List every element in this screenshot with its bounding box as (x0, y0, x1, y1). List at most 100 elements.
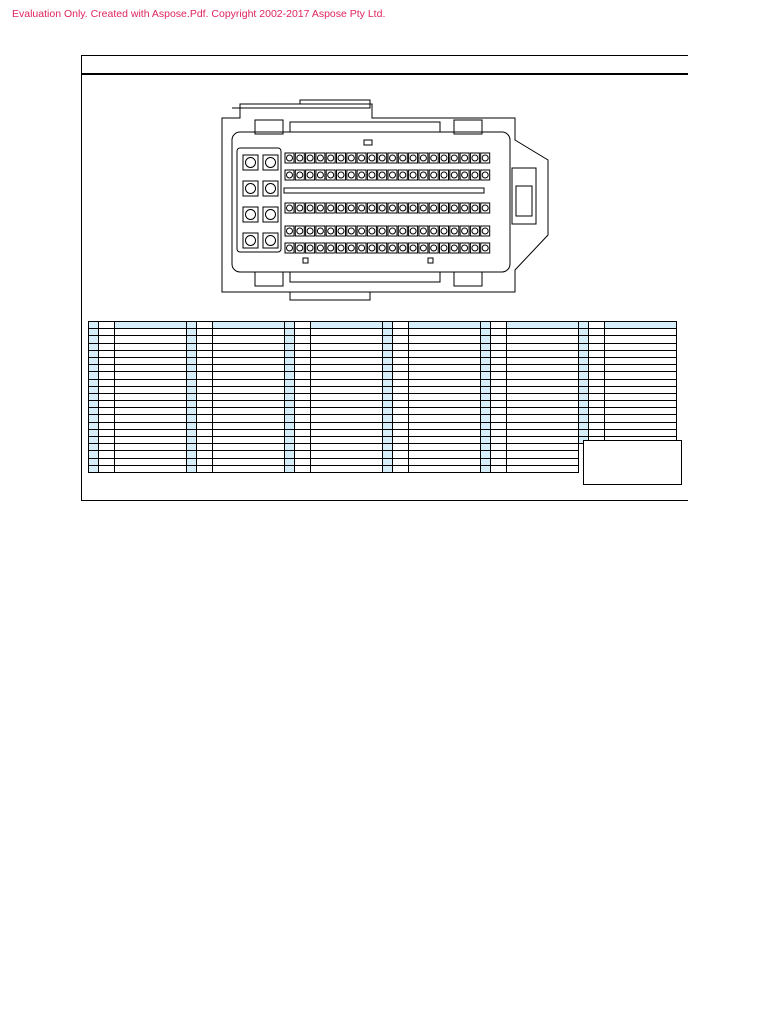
table-cell (212, 385, 285, 394)
table-cell (604, 400, 677, 409)
small-pin-contact (409, 204, 417, 212)
bottom-lock-left (254, 271, 284, 287)
small-pin-contact (430, 204, 438, 212)
table-cell (88, 428, 99, 438)
small-pin (305, 225, 316, 237)
table-cell (490, 443, 507, 452)
small-pin (315, 242, 326, 254)
table-row (88, 320, 677, 330)
table-cell (506, 349, 579, 358)
table-cell (98, 443, 115, 452)
small-pin-contact (419, 244, 427, 252)
table-cell (408, 414, 481, 423)
small-pin-contact (347, 154, 355, 162)
small-pin (428, 169, 439, 181)
table-cell (480, 464, 491, 473)
small-pin (449, 225, 460, 237)
table-cell (382, 378, 393, 387)
small-pin-contact (399, 227, 407, 235)
table-cell (480, 335, 491, 344)
table-cell (114, 407, 187, 416)
small-pin-contact (358, 244, 366, 252)
table-cell (196, 421, 213, 430)
table-row (88, 335, 677, 344)
table-cell (284, 457, 295, 466)
table-cell (294, 328, 311, 337)
bottom-lock-right (453, 271, 483, 287)
table-cell (382, 400, 393, 409)
table-cell (186, 457, 197, 466)
small-pin-contact (409, 244, 417, 252)
small-pin-contact (419, 154, 427, 162)
table-cell (196, 356, 213, 366)
table-cell (310, 364, 383, 373)
table-cell (310, 328, 383, 337)
table-cell (506, 378, 579, 387)
table-cell (196, 435, 213, 445)
small-pin (397, 169, 408, 181)
table-cell (408, 378, 481, 387)
small-pin-contact (419, 171, 427, 179)
table-row (88, 407, 677, 416)
table-cell (294, 378, 311, 387)
table-cell (284, 364, 295, 373)
small-pin (397, 225, 408, 237)
small-pin-contact (327, 204, 335, 212)
small-pin-contact (286, 154, 293, 162)
table-row (88, 328, 677, 337)
table-row (88, 342, 677, 351)
table-cell (382, 335, 393, 344)
table-cell (506, 464, 579, 473)
table-cell (196, 378, 213, 387)
table-cell (604, 385, 677, 394)
table-cell (604, 356, 677, 366)
table-cell (196, 335, 213, 344)
small-pin (377, 152, 388, 164)
table-cell (382, 364, 393, 373)
table-cell (114, 320, 187, 330)
small-pin (315, 169, 326, 181)
table-cell (506, 457, 579, 466)
table-cell (196, 349, 213, 358)
table-cell (578, 392, 589, 402)
small-pin (346, 202, 357, 214)
table-cell (186, 349, 197, 358)
small-pin-contact (481, 244, 489, 252)
table-cell (196, 392, 213, 402)
large-pin-contact (265, 157, 276, 168)
table-cell (506, 450, 579, 459)
table-cell (490, 450, 507, 459)
table-cell (186, 464, 197, 473)
table-cell (490, 421, 507, 430)
small-pin-contact (440, 244, 448, 252)
table-cell (506, 356, 579, 366)
small-pin-contact (378, 204, 386, 212)
table-cell (284, 407, 295, 416)
small-pin (449, 169, 460, 181)
small-pin (480, 152, 491, 164)
table-cell (578, 328, 589, 337)
table-cell (284, 371, 295, 380)
small-pin-contact (368, 227, 376, 235)
table-row (88, 443, 677, 452)
table-cell (88, 457, 99, 466)
table-cell (604, 392, 677, 402)
table-cell (212, 342, 285, 351)
small-pin (418, 225, 429, 237)
table-cell (212, 392, 285, 402)
small-pin-contact (316, 171, 324, 179)
table-cell (490, 464, 507, 473)
side-latch-outer (511, 167, 537, 225)
small-pin-contact (440, 154, 448, 162)
table-cell (604, 328, 677, 337)
small-pin-contact (327, 227, 335, 235)
table-cell (114, 328, 187, 337)
table-row (88, 385, 677, 394)
table-cell (196, 464, 213, 473)
large-pin (262, 206, 279, 223)
small-pin (284, 152, 295, 164)
table-cell (212, 364, 285, 373)
table-cell (408, 320, 481, 330)
small-pin-contact (409, 227, 417, 235)
table-cell (88, 400, 99, 409)
